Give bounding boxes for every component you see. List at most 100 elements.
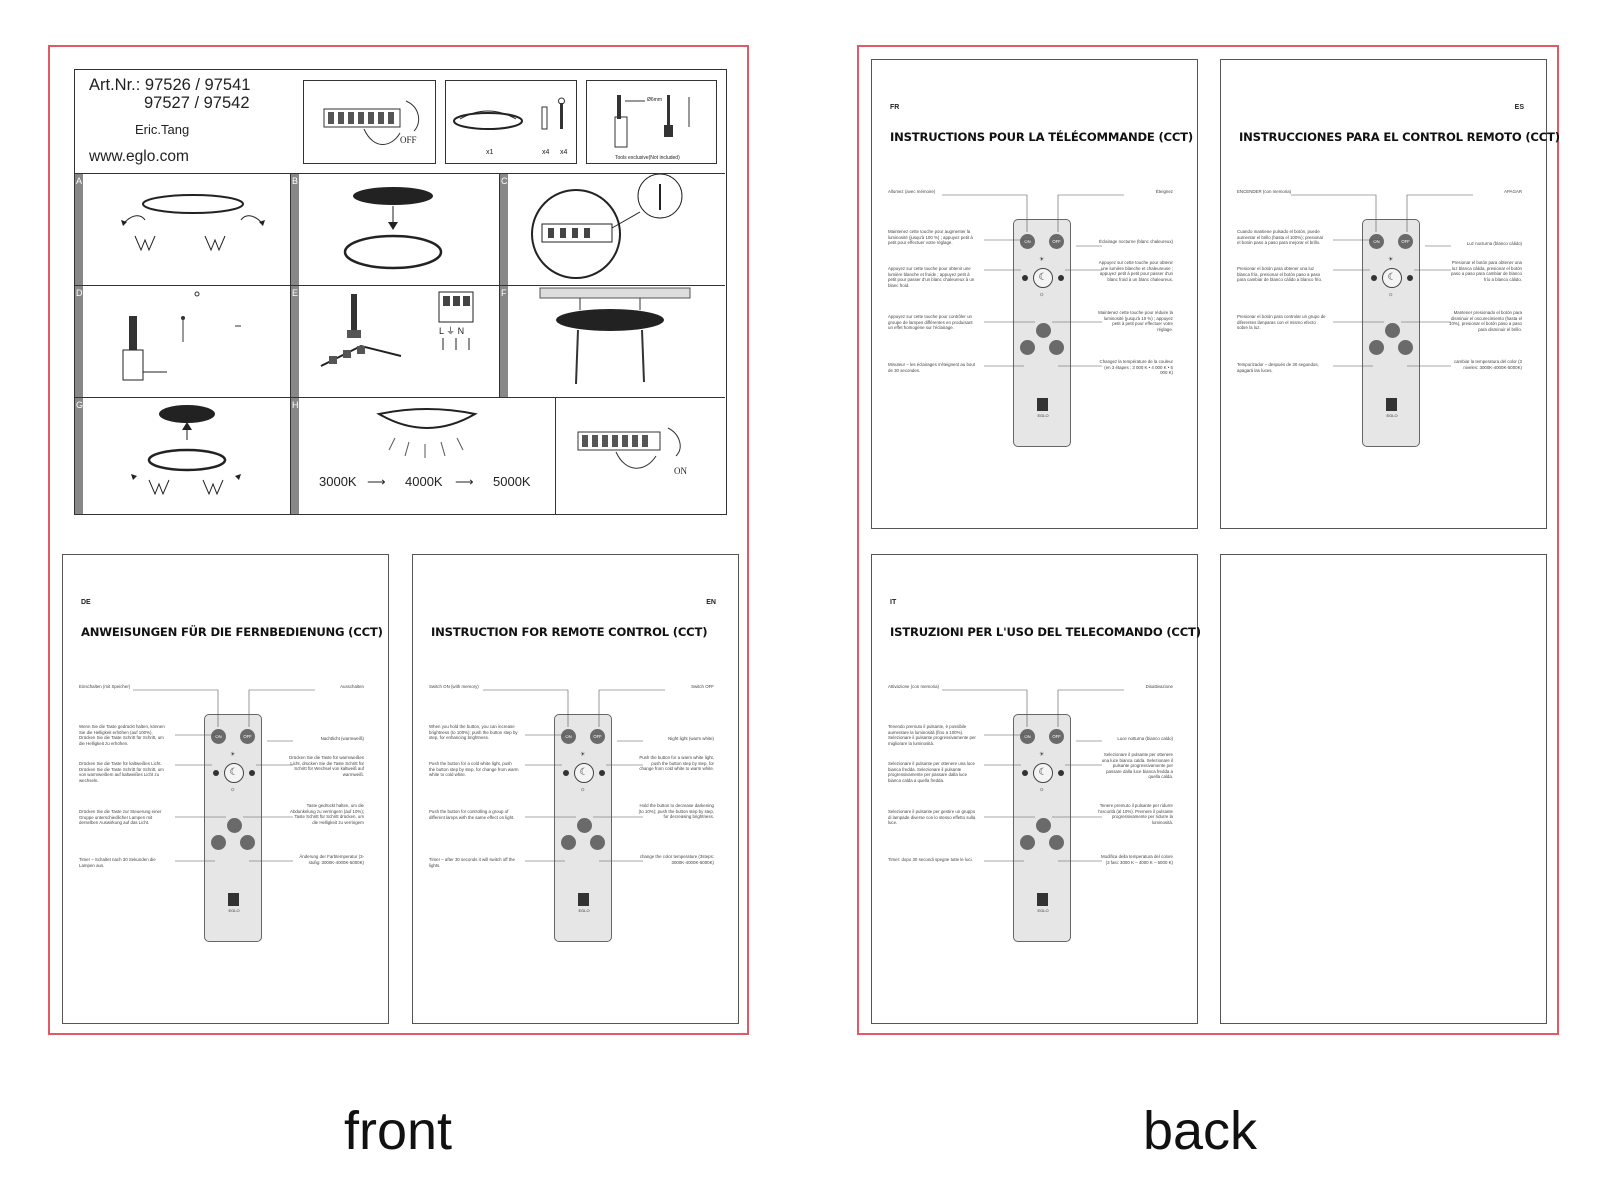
group-button xyxy=(227,818,242,833)
annotation-night-light: Luz nocturna (blanco cálido) xyxy=(1466,241,1522,246)
color-temperature-button xyxy=(240,835,255,850)
brightness-down-icon: ☼ xyxy=(1039,292,1045,298)
annotation-group: Presionar el botón para controlar un gru… xyxy=(1237,314,1326,331)
warm-white-button xyxy=(1407,275,1413,281)
step-f-letter: F xyxy=(501,288,507,298)
annotation-warm-white: Drücken Sie die Taste für warmweißes Lic… xyxy=(289,755,364,777)
group-button xyxy=(577,818,592,833)
color-temperature-button xyxy=(590,835,605,850)
kelvin-arrow-2: ⟶ xyxy=(455,474,474,489)
package-contents-box: x1 x4 x4 xyxy=(445,80,577,164)
annotation-warm-white: Appuyez sur cette touche pour obtenir un… xyxy=(1098,260,1173,282)
step-d-letter: D xyxy=(76,288,83,298)
lamp-quantity: x1 xyxy=(486,149,494,156)
page-de: DE ANWEISUNGEN FÜR DIE FERNBEDIENUNG (CC… xyxy=(62,554,389,1024)
brand-logo xyxy=(578,893,589,906)
step-g-illustration xyxy=(131,405,241,496)
annotation-group: Drücken Sie die Taste zur Steuerung eine… xyxy=(79,809,162,826)
annotation-group: Push the button for controlling a group … xyxy=(429,809,515,820)
step-b-illustration xyxy=(343,187,443,270)
front-caption: front xyxy=(343,1101,453,1161)
annotation-brightness-down: Taste gedrückt halten, um die Abdunkelun… xyxy=(290,803,364,825)
off-label: OFF xyxy=(400,135,417,145)
steps-row-def: D E L ⏚ N xyxy=(75,286,725,398)
page-title: ISTRUZIONI PER L'USO DEL TELECOMANDO (CC… xyxy=(890,625,1201,639)
on-button: ON xyxy=(211,729,226,744)
color-temperature-button xyxy=(1398,340,1413,355)
step-a-letter: A xyxy=(76,176,83,186)
remote-control: ON OFF ☀ ☾ ☼ EGLO xyxy=(554,714,612,942)
page-title: ANWEISUNGEN FÜR DIE FERNBEDIENUNG (CCT) xyxy=(81,625,383,639)
step-c-bar: C xyxy=(500,174,508,285)
assembly-instructions: Art.Nr.: 97526 / 97541 97527 / 97542 Eri… xyxy=(74,69,727,515)
annotation-night-light: Luce notturna (bianco caldo) xyxy=(1117,736,1173,741)
warm-white-button xyxy=(1058,770,1064,776)
step-e-illustration: L ⏚ N xyxy=(320,291,474,367)
steps-row-abc: A B C xyxy=(75,174,725,286)
annotation-switch-off: Ausschalten xyxy=(340,684,364,689)
article-numbers: Art.Nr.: 97526 / 97541 97527 / 97542 xyxy=(89,76,250,112)
brightness-up-icon: ☀ xyxy=(1039,257,1045,263)
step-h-letter: H xyxy=(292,400,299,410)
brand-text: EGLO xyxy=(1386,413,1398,418)
annotation-color-temperature: Änderung der Farbtemperatur (3-stufig: 3… xyxy=(299,854,364,865)
annotation-switch-on: Attivazione (con memoria) xyxy=(888,684,939,689)
annotation-group: Appuyez sur cette touche pour contrôler … xyxy=(888,314,973,331)
brightness-down-icon: ☼ xyxy=(230,787,236,793)
brightness-down-icon: ☼ xyxy=(1388,292,1394,298)
annotation-night-light: Night light (warm white) xyxy=(668,736,714,741)
annotation-timer: Minuteur – les éclairages s'éteignent au… xyxy=(888,362,975,373)
step-f: F xyxy=(500,286,725,397)
plug-quantity: x4 xyxy=(542,149,550,156)
annotation-warm-white: Presionar el botón para obtener una luz … xyxy=(1450,260,1522,282)
fuse-box-off-illustration xyxy=(323,100,420,145)
step-h: H 3000K ⟶ 4000K ⟶ 5000K xyxy=(291,398,556,514)
steps-row-gh: G H 3000K ⟶ 4000K ⟶ xyxy=(75,398,725,514)
annotation-timer: Timer: dopo 30 secondi spegne tutte le l… xyxy=(888,857,973,862)
step-a-illustration xyxy=(121,194,265,252)
annotation-brightness-up: Maintenez cette touche pour augmenter la… xyxy=(888,229,973,246)
annotation-brightness-up: Cuando mantiene pulsado el botón, puede … xyxy=(1237,229,1324,246)
timer-button xyxy=(1020,835,1035,850)
tools-note: Tools exclusive(Not included) xyxy=(615,155,680,161)
step-c: C xyxy=(500,174,725,285)
annotation-brightness-down: Mantener presionado el botón para dismin… xyxy=(1449,310,1522,332)
brand-text: EGLO xyxy=(228,908,240,913)
night-light-icon: ☾ xyxy=(224,763,244,783)
annotation-color-temperature: change the color temperature (3steps: 30… xyxy=(639,854,714,865)
annotation-brightness-down: Hold the button to decrease darkening (t… xyxy=(638,803,714,820)
timer-button xyxy=(211,835,226,850)
kelvin-arrow-1: ⟶ xyxy=(367,474,386,489)
step-f-illustration xyxy=(539,287,691,385)
annotation-switch-on: Einschalten (mit Speicher) xyxy=(79,684,131,689)
night-light-icon: ☾ xyxy=(1033,268,1053,288)
on-label: ON xyxy=(674,466,687,476)
step-c-illustration xyxy=(531,174,683,279)
remote-control: ON OFF ☀ ☾ ☼ EGLO xyxy=(1013,714,1071,942)
tools-illustration xyxy=(614,95,690,148)
website-url: www.eglo.com xyxy=(89,148,189,165)
annotation-timer: Timer – Schaltet nach 30 Sekunden die La… xyxy=(79,857,156,868)
brand-logo xyxy=(228,893,239,906)
annotation-switch-on: ENCENDER (con memoria) xyxy=(1237,189,1292,194)
on-button: ON xyxy=(1369,234,1384,249)
on-button: ON xyxy=(1020,234,1035,249)
annotation-cold-white: Appuyez sur cette touche pour obtenir un… xyxy=(888,266,975,288)
group-button xyxy=(1036,323,1051,338)
annotation-switch-on: Allumez (avec mémoire) xyxy=(888,189,936,194)
header-row: Art.Nr.: 97526 / 97541 97527 / 97542 Eri… xyxy=(75,70,725,174)
power-on-panel: ON xyxy=(556,398,725,514)
on-button: ON xyxy=(561,729,576,744)
step-b: B xyxy=(291,174,500,285)
page-title: INSTRUCCIONES PARA EL CONTROL REMOTO (CC… xyxy=(1239,130,1560,144)
off-button: OFF xyxy=(1398,234,1413,249)
tools-box: Ø6mm Tools exclusive(Not included) xyxy=(586,80,717,164)
article-number-line-2: 97527 / 97542 xyxy=(144,94,250,112)
timer-button xyxy=(561,835,576,850)
annotation-group: Selezionare il pulsante per gestire un g… xyxy=(888,809,976,826)
step-e-bar: E xyxy=(291,286,299,397)
warm-white-button xyxy=(599,770,605,776)
article-number-line-1: Art.Nr.: 97526 / 97541 xyxy=(89,76,251,94)
remote-control: ON OFF ☀ ☾ ☼ EGLO xyxy=(204,714,262,942)
annotation-switch-on: Switch ON (with memory) xyxy=(429,684,479,689)
